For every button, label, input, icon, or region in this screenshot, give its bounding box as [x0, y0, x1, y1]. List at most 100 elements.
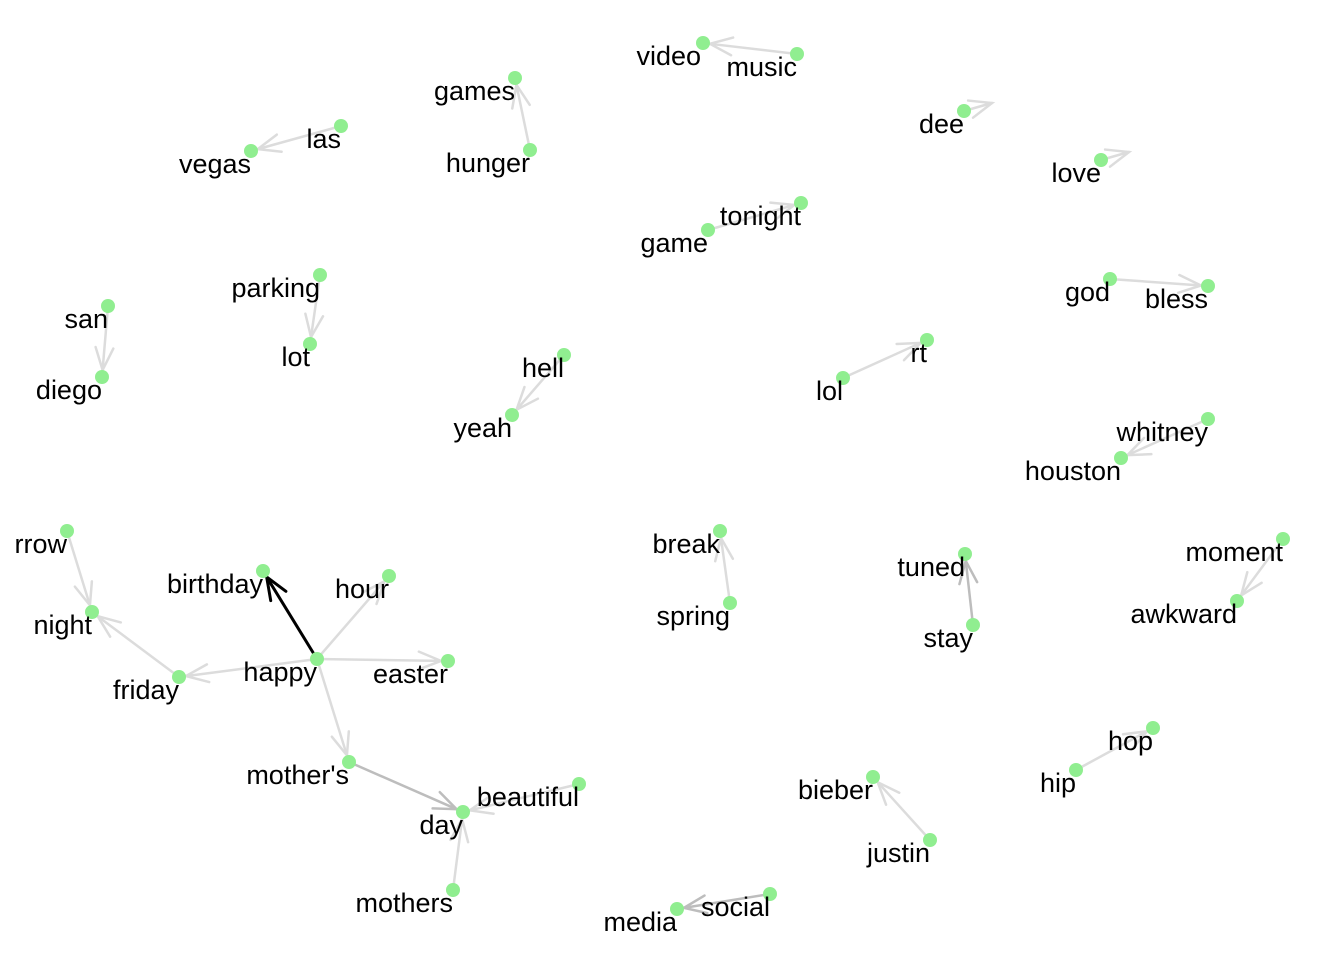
node-label-bless: bless	[1145, 284, 1208, 314]
node-justin	[923, 833, 937, 847]
edge-happy-hour	[315, 578, 387, 661]
node-label-parking: parking	[231, 273, 320, 303]
node-mothers	[446, 883, 460, 897]
node-label-yeah: yeah	[453, 413, 512, 443]
node-label-music: music	[726, 52, 797, 82]
edge-happy-mothers_poss	[315, 657, 351, 759]
edge-las-vegas	[254, 124, 343, 153]
node-label-hell: hell	[522, 353, 564, 383]
node-label-tuned: tuned	[897, 552, 965, 582]
node-label-friday: friday	[113, 675, 180, 705]
edge-mothers_poss-day	[347, 760, 460, 811]
node-birthday	[256, 564, 270, 578]
node-label-day: day	[419, 810, 463, 840]
node-social	[763, 887, 777, 901]
node-easter	[441, 654, 455, 668]
edge-friday-night	[94, 614, 181, 679]
node-tomorrow	[60, 524, 74, 538]
node-god	[1103, 272, 1117, 286]
nodes-layer	[60, 36, 1290, 916]
node-bieber	[866, 770, 880, 784]
node-lol	[836, 371, 850, 385]
node-hip	[1069, 763, 1083, 777]
node-label-justin: justin	[866, 838, 930, 868]
node-label-beautiful: beautiful	[477, 782, 579, 812]
node-media	[670, 902, 684, 916]
node-label-moment: moment	[1185, 537, 1283, 567]
node-rt	[920, 333, 934, 347]
edge-hunger-games	[511, 81, 532, 152]
node-label-social: social	[701, 892, 770, 922]
node-parking	[313, 268, 327, 282]
node-label-las: las	[306, 124, 341, 154]
node-label-hop: hop	[1108, 726, 1153, 756]
node-diego	[95, 370, 109, 384]
node-tonight	[794, 196, 808, 210]
edge-hell-yeah	[514, 353, 566, 413]
node-moment	[1276, 532, 1290, 546]
edge-happy-birthday	[264, 573, 319, 661]
node-label-awkward: awkward	[1130, 599, 1237, 629]
node-hunger	[523, 143, 537, 157]
node-games	[508, 71, 522, 85]
node-label-san: san	[64, 304, 108, 334]
node-lot	[303, 337, 317, 351]
node-label-rt: rt	[911, 338, 928, 368]
node-label-hunger: hunger	[446, 148, 530, 178]
node-label-bieber: bieber	[798, 775, 873, 805]
node-label-stay: stay	[923, 623, 973, 653]
node-label-break: break	[652, 529, 720, 559]
edge-lol-rt	[841, 341, 924, 380]
node-label-birthday: birthday	[167, 569, 264, 599]
node-video	[696, 36, 710, 50]
node-label-love: love	[1051, 158, 1101, 188]
node-happy	[310, 652, 324, 666]
node-break	[713, 524, 727, 538]
node-label-hip: hip	[1040, 768, 1076, 798]
node-vegas	[244, 144, 258, 158]
edge-justin-bieber	[875, 779, 932, 842]
node-stay	[966, 618, 980, 632]
node-label-vegas: vegas	[179, 149, 251, 179]
node-label-happy: happy	[243, 657, 317, 687]
node-label-games: games	[434, 76, 515, 106]
node-mothers_poss	[342, 755, 356, 769]
node-beautiful	[572, 777, 586, 791]
node-label-game: game	[640, 228, 708, 258]
node-label-mothers: mothers	[355, 888, 453, 918]
node-label-hour: hour	[335, 574, 389, 604]
node-label-night: night	[33, 610, 92, 640]
node-label-spring: spring	[656, 601, 730, 631]
node-spring	[723, 596, 737, 610]
node-label-easter: easter	[373, 659, 448, 689]
node-las	[334, 119, 348, 133]
edge-beautiful-day	[466, 782, 581, 816]
node-label-mothers_poss: mother's	[246, 760, 349, 790]
node-love	[1094, 153, 1108, 167]
node-label-tomorrow: rrow	[15, 529, 68, 559]
node-bless	[1201, 279, 1215, 293]
node-friday	[172, 670, 186, 684]
node-hell	[557, 348, 571, 362]
edge-parking-lot	[304, 273, 325, 341]
node-dee	[957, 104, 971, 118]
node-label-media: media	[603, 907, 678, 937]
edge-social-media	[680, 892, 772, 915]
node-label-houston: houston	[1025, 456, 1121, 486]
node-yeah	[505, 408, 519, 422]
node-label-video: video	[636, 41, 701, 71]
edge-music-video	[706, 36, 799, 57]
node-label-lot: lot	[281, 342, 310, 372]
node-hop	[1146, 721, 1160, 735]
edge-stay-tuned	[958, 557, 979, 627]
node-san	[101, 299, 115, 313]
node-whitney	[1201, 412, 1215, 426]
edge-whitney-houston	[1124, 417, 1210, 457]
node-hour	[382, 569, 396, 583]
edge-hip-hop	[1074, 729, 1150, 772]
node-label-tonight: tonight	[720, 201, 802, 231]
edges-layer	[65, 36, 1285, 915]
node-night	[85, 605, 99, 619]
